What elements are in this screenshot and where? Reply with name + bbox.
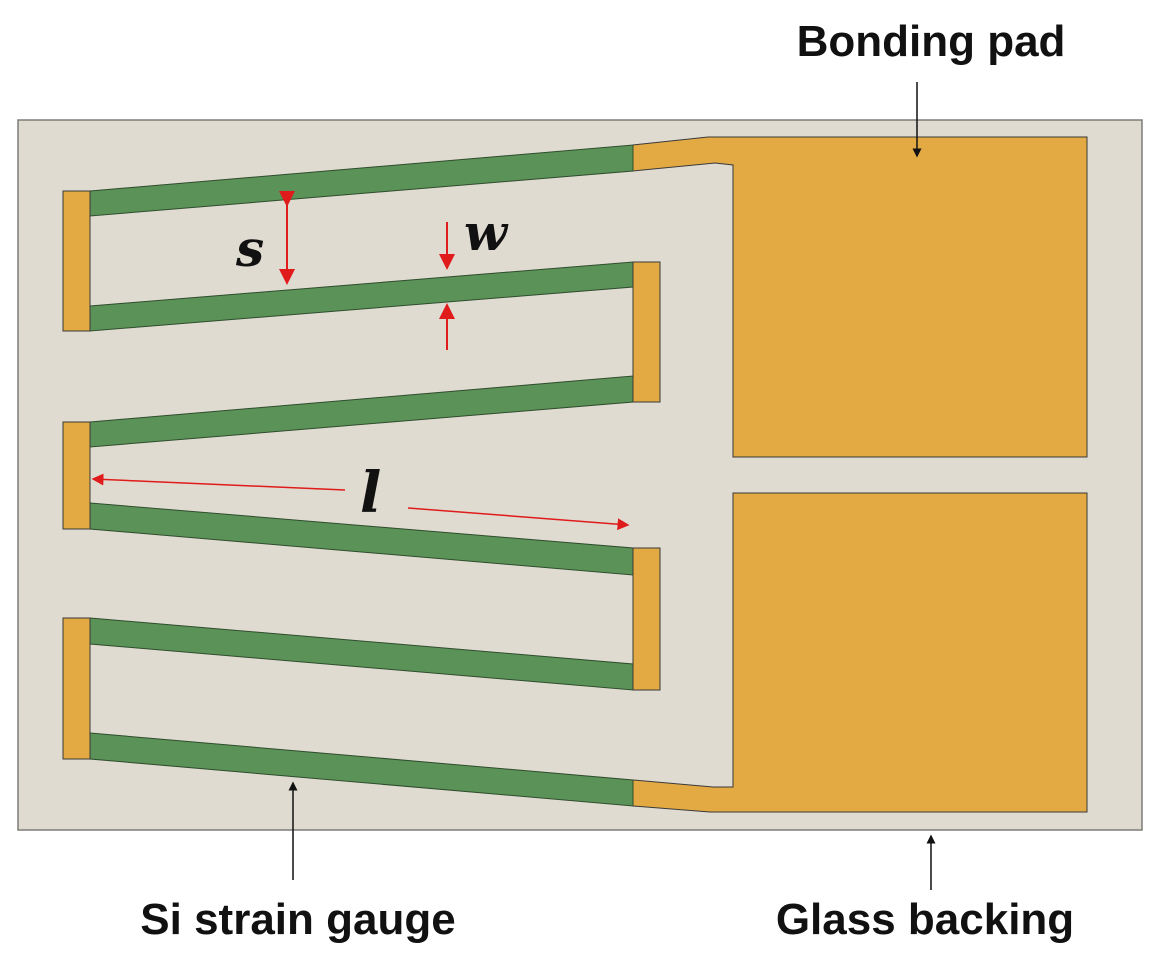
- bonding-pad-upper: [632, 136, 1088, 458]
- end-tab-left-1: [62, 190, 91, 332]
- length-arrow-right: [407, 507, 630, 531]
- length-symbol: l: [360, 460, 381, 526]
- si-strain-gauge-label: Si strain gauge: [140, 895, 455, 944]
- width-symbol: w: [464, 203, 509, 262]
- bonding-pad-label: Bonding pad: [797, 17, 1066, 66]
- length-arrow-left: [91, 473, 346, 491]
- end-tab-left-3: [62, 617, 91, 760]
- end-tab-right-1: [632, 261, 661, 403]
- end-tab-right-2: [632, 547, 661, 691]
- end-tabs: [62, 190, 661, 760]
- spacing-symbol: s: [235, 219, 264, 278]
- glass-backing-label: Glass backing: [776, 895, 1074, 944]
- si-gauge-grid: [89, 144, 634, 807]
- end-tab-left-2: [62, 421, 91, 530]
